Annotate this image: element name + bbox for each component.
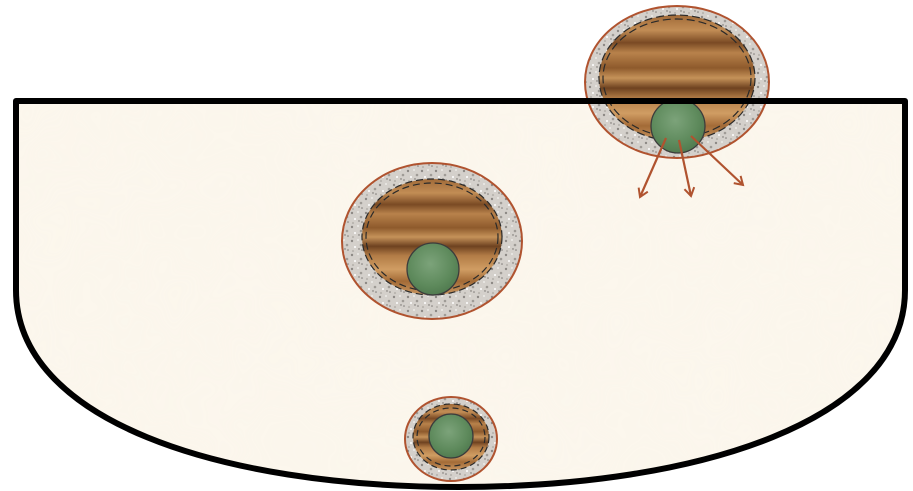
unit-large-top-right — [585, 6, 769, 158]
green-core — [651, 99, 705, 153]
green-core — [429, 414, 473, 458]
green-core — [407, 243, 459, 295]
unit-medium-center — [342, 163, 522, 319]
unit-small-bottom — [405, 397, 497, 481]
